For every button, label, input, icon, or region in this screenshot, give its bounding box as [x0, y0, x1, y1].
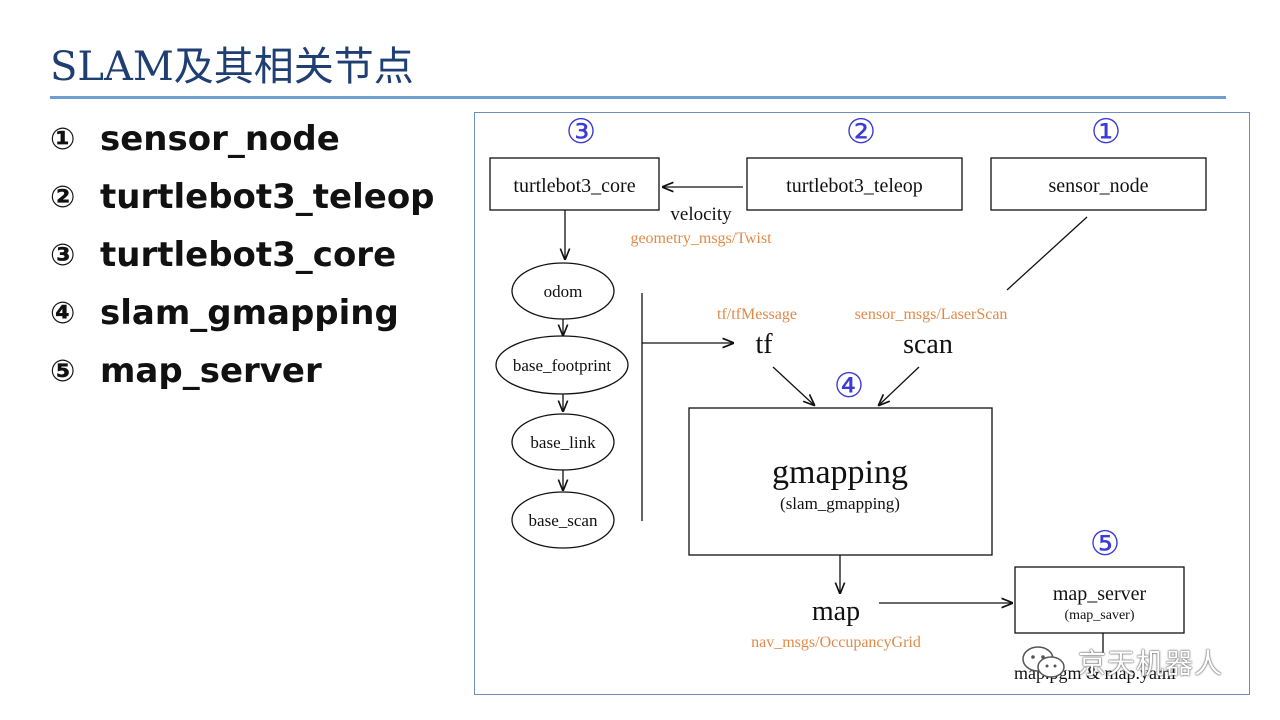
node-list: ① sensor_node ② turtlebot3_teleop ③ turtleb…	[50, 110, 435, 400]
node-label: map_server	[100, 351, 322, 391]
marker-2: ②	[846, 114, 876, 151]
box-sensor-node-label: sensor_node	[1049, 175, 1149, 197]
frame-odom-label: odom	[544, 282, 583, 301]
box-map-server-sublabel: (map_saver)	[1065, 608, 1135, 623]
tf-msg-type: tf/tfMessage	[717, 306, 797, 323]
watermark-text: 京天机器人	[1078, 647, 1224, 680]
ros-graph-diagram: ③ ② ① ④ ⑤ turtlebot3_core turtlebot3_tel…	[489, 114, 1207, 683]
tf-to-gmapping-arrow	[772, 366, 814, 405]
node-label: slam_gmapping	[100, 293, 399, 333]
node-number: ②	[50, 179, 76, 215]
box-gmapping	[688, 407, 993, 556]
box-map-server	[1014, 566, 1185, 634]
box-turtlebot3-teleop	[746, 157, 963, 211]
node-number: ⑤	[50, 353, 76, 389]
diagram-panel: ③ ② ① ④ ⑤ turtlebot3_core turtlebot3_tel…	[474, 112, 1250, 695]
node-list-item: ④ slam_gmapping	[50, 284, 435, 342]
box-gmapping-sublabel: (slam_gmapping)	[780, 494, 900, 513]
node-number: ①	[50, 121, 76, 157]
marker-5: ⑤	[1090, 526, 1120, 563]
box-turtlebot3-core	[489, 157, 660, 211]
marker-4: ④	[834, 368, 864, 405]
node-label: sensor_node	[100, 119, 340, 159]
box-sensor-node	[990, 157, 1207, 211]
wechat-icon	[1022, 646, 1065, 678]
velocity-label: velocity	[670, 204, 732, 225]
page-title: SLAM及其相关节点	[50, 44, 414, 90]
box-turtlebot3-teleop-label: turtlebot3_teleop	[786, 175, 923, 197]
box-gmapping-label: gmapping	[772, 454, 908, 491]
node-list-item: ③ turtlebot3_core	[50, 226, 435, 284]
laser-msg-type: sensor_msgs/LaserScan	[855, 306, 1008, 323]
frame-base-link-label: base_link	[530, 433, 596, 452]
title-divider	[50, 96, 1226, 99]
node-label: turtlebot3_teleop	[100, 177, 435, 217]
box-turtlebot3-core-label: turtlebot3_core	[513, 175, 635, 197]
node-list-item: ⑤ map_server	[50, 342, 435, 400]
node-label: turtlebot3_core	[100, 235, 397, 275]
scan-topic: scan	[903, 329, 953, 360]
marker-3: ③	[566, 114, 596, 151]
geometry-msg-type: geometry_msgs/Twist	[630, 230, 772, 247]
frame-base-footprint	[495, 335, 629, 395]
frame-base-scan	[511, 491, 615, 549]
watermark: 京天机器人	[1018, 642, 1223, 682]
frame-base-footprint-label: base_footprint	[513, 356, 611, 375]
node-list-item: ① sensor_node	[50, 110, 435, 168]
box-map-server-label: map_server	[1053, 583, 1147, 605]
marker-1: ①	[1091, 114, 1121, 151]
node-list-item: ② turtlebot3_teleop	[50, 168, 435, 226]
sensor-to-scan-line	[1006, 216, 1088, 291]
frame-base-scan-label: base_scan	[529, 511, 598, 530]
node-number: ④	[50, 295, 76, 331]
map-topic: map	[812, 596, 860, 627]
scan-to-gmapping-arrow	[879, 366, 920, 405]
occupancy-msg-type: nav_msgs/OccupancyGrid	[751, 634, 921, 651]
tf-topic: tf	[755, 329, 773, 360]
node-number: ③	[50, 237, 76, 273]
